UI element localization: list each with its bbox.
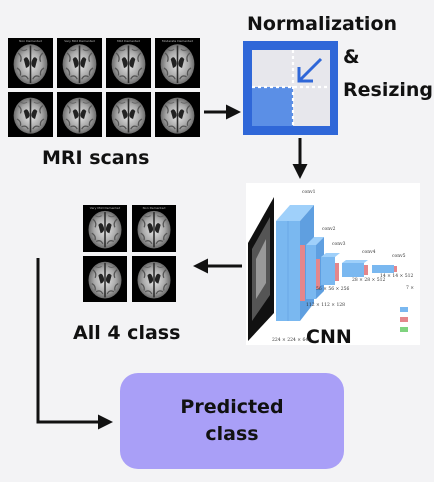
mri-caption: Moderate Demented [162, 39, 193, 43]
class-caption: Non Demented [142, 206, 166, 210]
cnn-layer-name: conv4 [362, 249, 376, 255]
class-image [132, 256, 176, 302]
mri-image [155, 92, 200, 137]
mri-caption: Non Demented [19, 39, 42, 43]
mri-caption: Mild Demented [117, 39, 140, 43]
cnn-output-label: 7 × [406, 285, 414, 291]
cnn-layer-name: conv1 [302, 189, 316, 195]
predicted-class-box: Predicted class [120, 373, 344, 469]
class-image: Very Mild Demented [83, 205, 127, 252]
mri-scans-label: MRI scans [42, 147, 150, 169]
normalization-label: Normalization [247, 13, 398, 35]
all-classes-label: All 4 class [73, 322, 181, 344]
arrow-classes-to-prediction [36, 258, 113, 430]
mri-image [57, 92, 102, 137]
resizing-label: Resizing [343, 79, 434, 101]
cnn-layer-dims: 224 × 224 × 64 [272, 337, 308, 343]
class-image: Non Demented [132, 205, 176, 252]
cnn-layer-name: conv2 [322, 226, 336, 232]
mri-image: Moderate Demented [155, 38, 200, 88]
predicted-label: Predicted [180, 396, 284, 418]
class-label: class [205, 423, 259, 445]
mri-image [8, 92, 53, 137]
mri-caption: Very Mild Demented [64, 39, 95, 43]
cnn-label: CNN [306, 326, 352, 348]
cnn-layer-dims: 28 × 28 × 512 [352, 277, 385, 283]
ampersand-label: & [343, 46, 360, 68]
mri-image: Very Mild Demented [57, 38, 102, 88]
cnn-layer-name: conv5 [392, 253, 406, 259]
cnn-architecture-diagram: conv1 conv2 conv3 conv4 conv5 224 × 224 … [246, 183, 420, 345]
predicted-class-text: Predicted class [180, 394, 283, 448]
cnn-layer-dims: 112 × 112 × 128 [306, 302, 345, 308]
cnn-layer-dims: 14 × 14 × 512 [380, 273, 413, 279]
normalization-resize-icon [243, 41, 338, 135]
mri-image: Mild Demented [106, 38, 151, 88]
class-caption: Very Mild Demented [89, 206, 121, 210]
cnn-layer-dims: 56 × 56 × 256 [316, 286, 349, 292]
mri-image: Non Demented [8, 38, 53, 88]
mri-image [106, 92, 151, 137]
class-image [83, 256, 127, 302]
cnn-layer-name: conv3 [332, 241, 346, 247]
